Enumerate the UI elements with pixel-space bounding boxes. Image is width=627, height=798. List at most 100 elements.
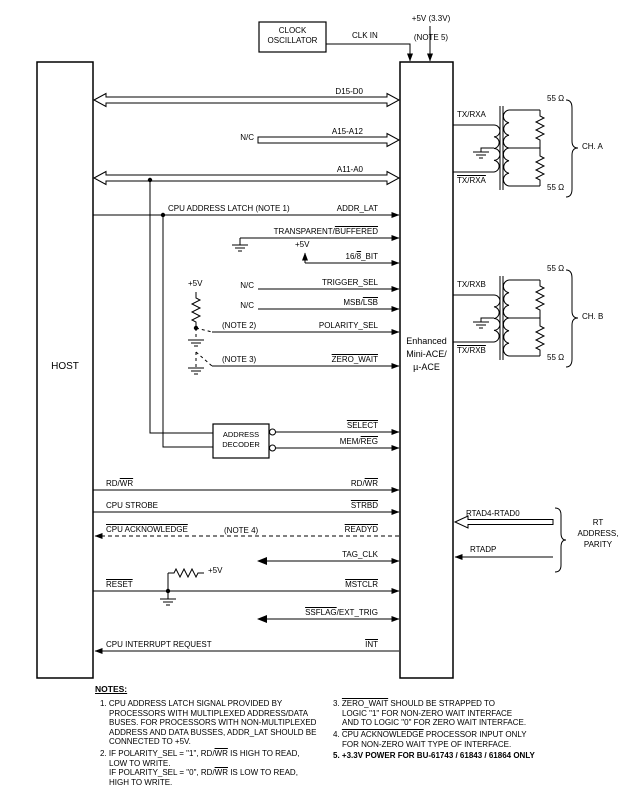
note-2-wr-1: WR (214, 749, 228, 758)
signal-label-polarity-sel: POLARITY_SEL (318, 321, 378, 330)
label-ch-a: CH. A (582, 142, 603, 151)
host-box (36, 61, 94, 679)
strap-options (187, 291, 213, 375)
bus-label-a11-a0: A11-A0 (336, 165, 363, 174)
power-note-ref: (NOTE 5) (413, 32, 449, 42)
signal-label-mstclr: MSTCLR (345, 580, 378, 589)
label-rtad: RTAD4-RTAD0 (466, 509, 520, 518)
note-1: 1. CPU ADDRESS LATCH SIGNAL PROVIDED BY … (100, 699, 317, 746)
signal-label-readyd: READYD (344, 525, 378, 534)
note-4-cpu-ack: CPU ACKNOWLEDGE (341, 730, 424, 739)
power-supply-label: +5V (3.3V) (NOTE 5) (393, 4, 469, 52)
signal-label-cpu-acknowledge: CPU ACKNOWLEDGE (106, 525, 188, 534)
p5v-label-16-8: +5V (295, 240, 310, 249)
note-3-line-3: AND TO LOGIC "0" FOR ZERO WAIT INTERFACE… (342, 718, 527, 727)
decoder-wiring (147, 177, 276, 452)
note-2-text-d: IF POLARITY_SEL = "0", RD/ (109, 768, 215, 777)
rd-text-host: RD/ (106, 479, 120, 488)
note1-ref: (NOTE 1) (255, 204, 290, 213)
signal-label-tag-clk: TAG_CLK (342, 550, 378, 559)
signal-label-select: SELECT (346, 421, 378, 430)
cpu-address-latch-text: CPU ADDRESS LATCH (168, 204, 254, 213)
note-2-text-f: IS LOW TO READ, (227, 768, 298, 777)
brace-rt-address (554, 507, 567, 573)
signal-label-cpu-interrupt-request: CPU INTERRUPT REQUEST (106, 640, 212, 649)
bus-d15-d0 (92, 92, 401, 108)
note-2-wr-2: WR (214, 768, 228, 777)
note-3-line-2: LOGIC "1" FOR NON-ZERO WAIT INTERFACE (342, 708, 513, 718)
brace-channel-a (565, 99, 579, 198)
wr-text-host: WR (119, 479, 134, 488)
wr-text: WR (364, 479, 378, 488)
clock-oscillator-box (258, 21, 327, 53)
ground-transparent (231, 244, 249, 252)
signal-label-ssflag-ext-trig: SSFLAG/EXT_TRIG (305, 608, 378, 618)
host-label: HOST (51, 361, 79, 372)
chip-label: Enhanced Mini-ACE/ µ-ACE (406, 336, 447, 372)
block-outlines (36, 21, 454, 679)
address-decoder-box (212, 423, 270, 459)
signal-label-16-8-bit: 16/8_BIT (346, 252, 378, 262)
buffered-text: BUFFERED (334, 227, 378, 236)
rd-text: RD/ (350, 479, 365, 488)
signal-label-addr-lat: ADDR_LAT (336, 204, 378, 213)
note-4-text: PROCESSOR INPUT ONLY (423, 730, 527, 739)
bus-label-d15-d0: D15-D0 (335, 87, 363, 96)
note-4-line-2: FOR NON-ZERO WAIT TYPE OF INTERFACE. (342, 739, 512, 749)
chip-box (399, 61, 454, 679)
address-decoder-label: ADDRESS DECODER (222, 430, 260, 449)
signal-label-mem-reg: MEM/REG (340, 437, 378, 447)
ext-trig-text: /EXT_TRIG (336, 608, 378, 617)
note-2-line-4: HIGH TO WRITE. (109, 777, 173, 787)
label-55ohm-a2: 55 Ω (547, 183, 565, 192)
nc-label-msb: N/C (240, 301, 254, 310)
bus-a11-a0 (92, 170, 401, 186)
label-txrxa: TX/RXA (457, 110, 486, 119)
power-voltage-text: +5V (3.3V) (411, 13, 451, 23)
mem-text: MEM/ (339, 437, 361, 446)
label-55ohm-b2: 55 Ω (547, 353, 565, 362)
label-txrxb-n: TX/RXB (457, 346, 486, 355)
signal-label-rd-wr-host: RD/WR (106, 479, 133, 489)
bus-label-a15-a12: A15-A12 (331, 127, 363, 136)
signal-label-strbd: STRBD (350, 501, 378, 510)
bit-pre-text: 16/ (345, 252, 357, 261)
p5v-label-pullup: +5V (208, 566, 223, 575)
reg-text: REG (360, 437, 378, 446)
reset-pullup (159, 568, 205, 606)
bit-post-text: _BIT (361, 252, 378, 261)
note-3-line-1: 3. ZERO_WAIT SHOULD BE STRAPPED TO (333, 699, 526, 709)
note-4-num: 4. (333, 730, 342, 739)
label-rt-address-parity: RT ADDRESS, PARITY (577, 518, 619, 549)
note-2-line-1: 2. IF POLARITY_SEL = "1", RD/WR IS HIGH … (100, 749, 300, 759)
note-2: 2. IF POLARITY_SEL = "1", RD/WR IS HIGH … (100, 749, 300, 787)
label-txrxb: TX/RXB (457, 280, 486, 289)
p5v-label-strap: +5V (188, 279, 203, 288)
signal-label-transparent-buffered: TRANSPARENT/BUFFERED (274, 227, 378, 237)
signal-label-msb-lsb: MSB/LSB (343, 298, 378, 308)
note-4: 4. CPU ACKNOWLEDGE PROCESSOR INPUT ONLY … (333, 730, 527, 749)
notes-title: NOTES: (95, 684, 128, 694)
note-2-line-2: LOW TO WRITE. (109, 758, 171, 768)
ssflag-text: SSFLAG (305, 608, 337, 617)
bit-ov-text: 8 (356, 252, 362, 261)
signal-label-int: INT (365, 640, 378, 649)
label-txrxa-n: TX/RXA (457, 176, 486, 185)
note-3-zero-wait: ZERO_WAIT (341, 699, 389, 708)
signal-label-reset: RESET (106, 580, 133, 589)
label-ch-b: CH. B (582, 312, 604, 321)
signal-label-trigger-sel: TRIGGER_SEL (321, 278, 378, 287)
bus-a15-a12 (257, 132, 401, 148)
note-3-num: 3. (333, 699, 342, 708)
label-55ohm-b1: 55 Ω (547, 264, 565, 273)
note-4-line-1: 4. CPU ACKNOWLEDGE PROCESSOR INPUT ONLY (333, 730, 527, 740)
clk-in-label: CLK IN (352, 31, 378, 40)
brace-channel-b (565, 269, 579, 368)
nc-label-trigger: N/C (240, 281, 254, 290)
note-2-line-3: IF POLARITY_SEL = "0", RD/WR IS LOW TO R… (100, 768, 300, 778)
note3-ref: (NOTE 3) (222, 355, 257, 364)
transparent-text: TRANSPARENT/ (273, 227, 335, 236)
signal-label-zero-wait: ZERO_WAIT (331, 355, 378, 364)
